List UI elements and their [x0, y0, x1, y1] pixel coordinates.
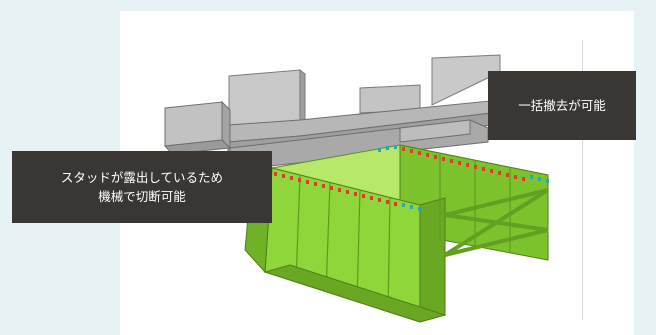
- callout-stud-cutting-line2: 機械で切断可能: [98, 189, 186, 204]
- concrete-deck: [163, 54, 501, 167]
- callout-bulk-removal: 一括撤去が可能: [488, 71, 636, 140]
- panel-divider: [582, 40, 583, 320]
- shear-studs: [274, 145, 549, 211]
- callout-stud-cutting: スタッドが露出しているため 機械で切断可能: [12, 151, 272, 223]
- callout-stud-cutting-line1: スタッドが露出しているため: [60, 170, 224, 185]
- callout-bulk-removal-text: 一括撤去が可能: [518, 98, 606, 113]
- steel-girders: [244, 144, 550, 323]
